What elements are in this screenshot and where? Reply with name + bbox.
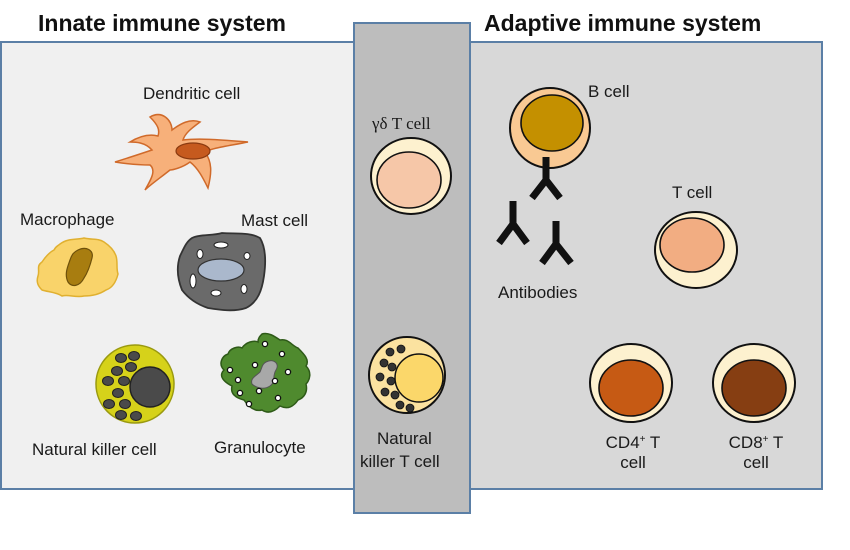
- cd4-prefix: CD4: [605, 433, 640, 452]
- overlap-panel: [353, 22, 471, 514]
- granulocyte-label: Granulocyte: [214, 438, 306, 457]
- innate-title: Innate immune system: [38, 10, 286, 36]
- nkt-cell-label-line2: killer T cell: [360, 452, 440, 471]
- cd8-t-suffix: T: [768, 433, 784, 452]
- cd4-t-cell-icon: [589, 343, 673, 423]
- t-cell-label: T cell: [672, 183, 713, 202]
- dendritic-cell-label: Dendritic cell: [143, 84, 241, 103]
- cd8-t-cell-label: CD8+ T cell: [720, 430, 792, 473]
- gamma-delta-t-cell-label: γδ T cell: [372, 114, 431, 133]
- t-cell-icon: [654, 211, 738, 289]
- natural-killer-t-cell-icon: [368, 336, 446, 414]
- b-cell-icon: [509, 87, 591, 169]
- cd8-prefix: CD8: [728, 433, 763, 452]
- cd4-plus: +: [639, 434, 646, 445]
- mast-cell-icon: [176, 232, 267, 312]
- natural-killer-cell-label: Natural killer cell: [32, 440, 157, 459]
- adaptive-title: Adaptive immune system: [484, 10, 762, 36]
- cd8-cell-word: cell: [743, 453, 769, 472]
- macrophage-label: Macrophage: [20, 210, 115, 229]
- cd4-t-cell-label: CD4+ T cell: [598, 430, 668, 473]
- cd4-cell-word: cell: [620, 453, 646, 472]
- macrophage-icon: [36, 237, 119, 298]
- mast-cell-label: Mast cell: [241, 211, 309, 230]
- cd8-t-cell-icon: [712, 343, 796, 423]
- natural-killer-cell-icon: [95, 344, 175, 424]
- b-cell-label: B cell: [588, 82, 630, 101]
- antibodies-label: Antibodies: [498, 283, 578, 302]
- gamma-delta-t-cell-icon: [370, 137, 452, 215]
- cd8-plus: +: [762, 434, 769, 445]
- cd4-t-suffix: T: [645, 433, 661, 452]
- nkt-cell-label-line1: Natural: [377, 429, 432, 448]
- antibodies-icon: [496, 157, 574, 266]
- granulocyte-icon: [220, 332, 311, 413]
- dendritic-cell-icon: [114, 113, 249, 191]
